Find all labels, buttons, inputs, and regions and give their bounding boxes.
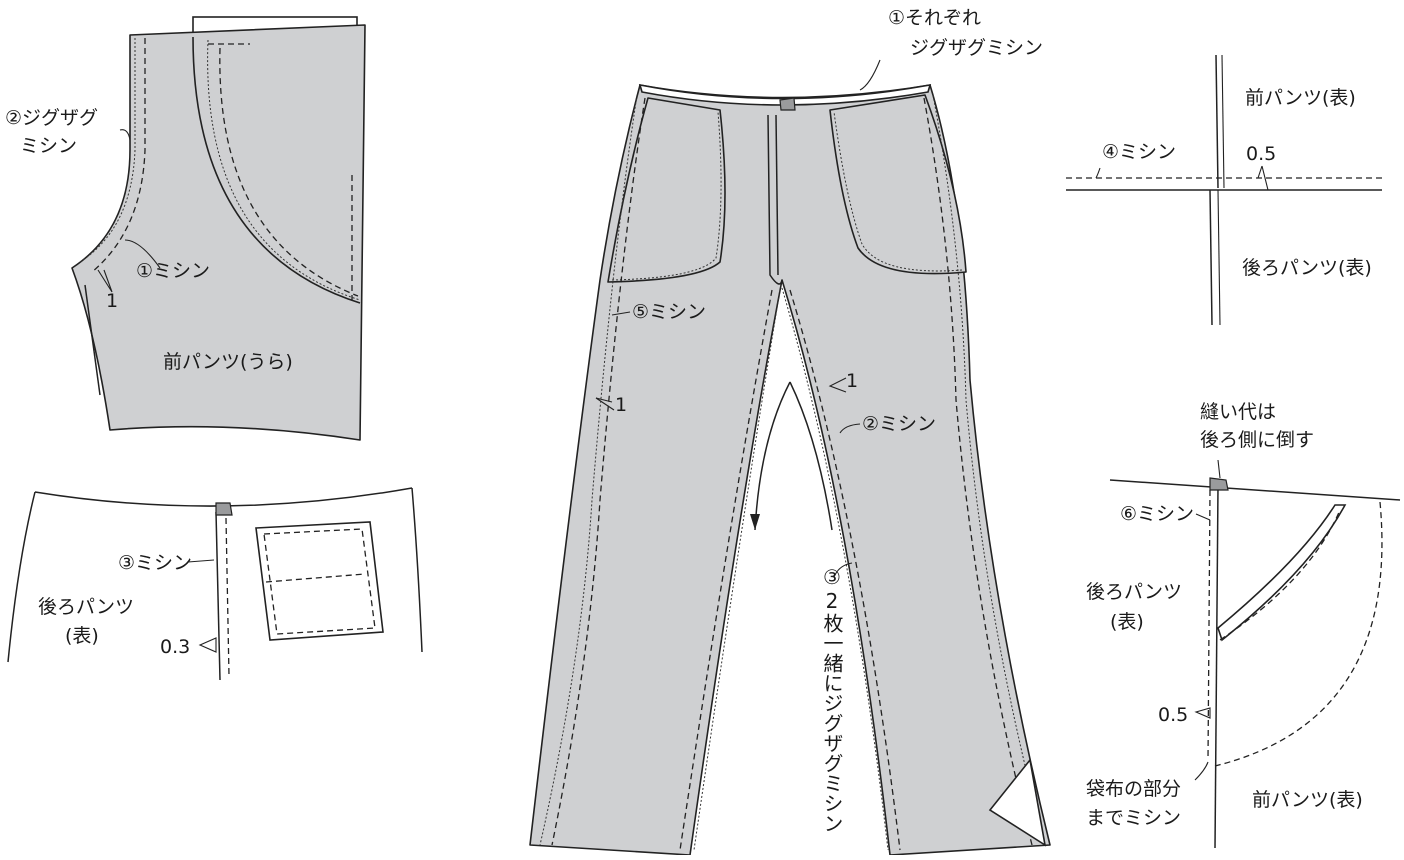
- label-front-pants-ura: 前パンツ(うら): [163, 351, 293, 373]
- pointer-dim-1-b: [595, 397, 615, 411]
- pointer-dim-03: [198, 637, 217, 653]
- right-pocket-bag: [829, 94, 967, 275]
- label-front-pants-omote-2: 前パンツ(表): [1252, 789, 1363, 811]
- stitch-right-inseam: [789, 289, 901, 851]
- zigzag-right-inseam: [781, 287, 889, 851]
- zigzag-left-inseam: [693, 289, 781, 851]
- pocket-bag-outline: [1214, 501, 1383, 767]
- hem-fold: [988, 758, 1047, 847]
- label-back-pants-omote-1: 後ろパンツ(表): [1242, 257, 1372, 279]
- label-dim-05-a: 0.5: [1246, 143, 1276, 165]
- fly-line: [767, 114, 783, 285]
- pointer-machine-1: [124, 239, 161, 269]
- back-vertical-2: [1217, 189, 1221, 326]
- label-front-pants-omote-1: 前パンツ(表): [1245, 87, 1356, 109]
- label-seam-allowance-note: 縫い代は 後ろ側に倒す: [1200, 401, 1314, 451]
- pointer-dim-05-a: [1257, 165, 1269, 191]
- pointer-machine-5: [611, 311, 631, 316]
- seam-tab-2: [1209, 477, 1229, 491]
- waistband: [638, 83, 932, 106]
- inseam-edge: [84, 284, 101, 396]
- stitch-crotch: [91, 38, 146, 273]
- pointer-dim-05-b: [1194, 707, 1211, 719]
- fly-line-2: [775, 114, 779, 276]
- back-vertical: [1209, 189, 1213, 326]
- zigzag-pocket: [207, 39, 361, 301]
- zigzag-right-pocket: [833, 111, 963, 272]
- pointer-machine-3: [187, 559, 215, 563]
- pocket-top-stitch: [265, 573, 366, 583]
- label-zigzag-2: ②ジグザグ ミシン: [5, 107, 104, 157]
- stitch-pocket: [219, 47, 359, 297]
- waist-line: [1109, 479, 1401, 501]
- stitch-pocket-opening: [1219, 509, 1341, 641]
- pointer-machine-4: [1095, 167, 1101, 179]
- pointer-dim-1-a: [97, 269, 113, 293]
- pointer-zigzag-2: [119, 129, 131, 141]
- arrow-fold-line-2: [789, 381, 833, 531]
- stitch-left-outseam: [551, 97, 646, 846]
- label-back-pants-omote-2: 後ろパンツ (表): [38, 596, 140, 647]
- pointer-seam-allowance: [1217, 459, 1221, 479]
- pocket-stitch: [263, 528, 376, 635]
- pointer-dim-1-c: [828, 377, 847, 393]
- label-machine-4: ④ミシン: [1102, 141, 1176, 163]
- label-machine-2: ②ミシン: [862, 413, 936, 435]
- stitch-back: [1207, 489, 1211, 761]
- pointer-zigzag-each: [859, 59, 881, 91]
- pants-left-leg: [529, 84, 1051, 856]
- stitch-right-outseam: [923, 97, 1033, 846]
- arrow-fold-line: [754, 381, 791, 531]
- label-dim-1-c: 1: [846, 370, 858, 392]
- zigzag-left-pocket: [611, 111, 722, 281]
- fig-back-pants-omote-pocket: ③ミシン 後ろパンツ (表) 0.3: [7, 487, 423, 681]
- label-machine-6: ⑥ミシン: [1120, 503, 1194, 525]
- pocket-opening: [1217, 504, 1347, 642]
- front-side-seam: [1214, 485, 1219, 849]
- pointer-machine-2: [839, 423, 861, 434]
- fig-seam-cross: ④ミシン 0.5 前パンツ(表) 後ろパンツ(表): [1066, 54, 1382, 326]
- left-edge: [7, 491, 36, 663]
- pointer-pocket-bag-note: [1194, 761, 1209, 781]
- center-seam: [215, 511, 221, 681]
- label-zigzag-each: ①それぞれ ジグザグミシン: [888, 7, 1043, 59]
- front-vertical: [1215, 54, 1219, 189]
- label-dim-1-b: 1: [615, 394, 627, 416]
- label-pocket-bag-note: 袋布の部分 までミシン: [1086, 778, 1187, 829]
- arrow-fold-head: [750, 514, 760, 530]
- seam-tab: [215, 502, 233, 516]
- stitch-center: [225, 517, 230, 677]
- label-zigzag-3-vertical: ③2枚一緒にジグザグミシン: [820, 565, 844, 833]
- pocket-outline: [255, 521, 384, 641]
- pointer-machine-6: [1195, 513, 1211, 521]
- label-back-pants-omote-3: 後ろパンツ (表): [1086, 581, 1188, 633]
- left-pocket-bag: [607, 97, 726, 283]
- pointer-zigzag-3: [834, 562, 853, 576]
- front-vertical-2: [1221, 54, 1225, 189]
- fly-tab: [779, 97, 796, 111]
- label-machine-5: ⑤ミシン: [632, 301, 706, 323]
- label-machine-3: ③ミシン: [118, 552, 192, 574]
- label-machine-1: ①ミシン: [136, 260, 210, 282]
- fig-side-seam: ⑥ミシン 縫い代は 後ろ側に倒す 後ろパンツ (表) 0.5 袋布の部分 までミ…: [1086, 401, 1401, 849]
- label-dim-1-a: 1: [106, 290, 118, 312]
- zigzag-right-outseam: [932, 94, 1046, 846]
- label-dim-05-b: 0.5: [1158, 704, 1188, 726]
- fig-front-pants-ura: ②ジグザグ ミシン ①ミシン 1 前パンツ(うら): [5, 16, 366, 441]
- right-edge: [411, 487, 423, 653]
- label-dim-03: 0.3: [160, 636, 190, 658]
- fig-full-pants: ①それぞれ ジグザグミシン ⑤ミシン 1 1 ②ミシン ③2枚一緒にジグザグミシ…: [529, 7, 1051, 856]
- front-pants-facing: [192, 36, 361, 304]
